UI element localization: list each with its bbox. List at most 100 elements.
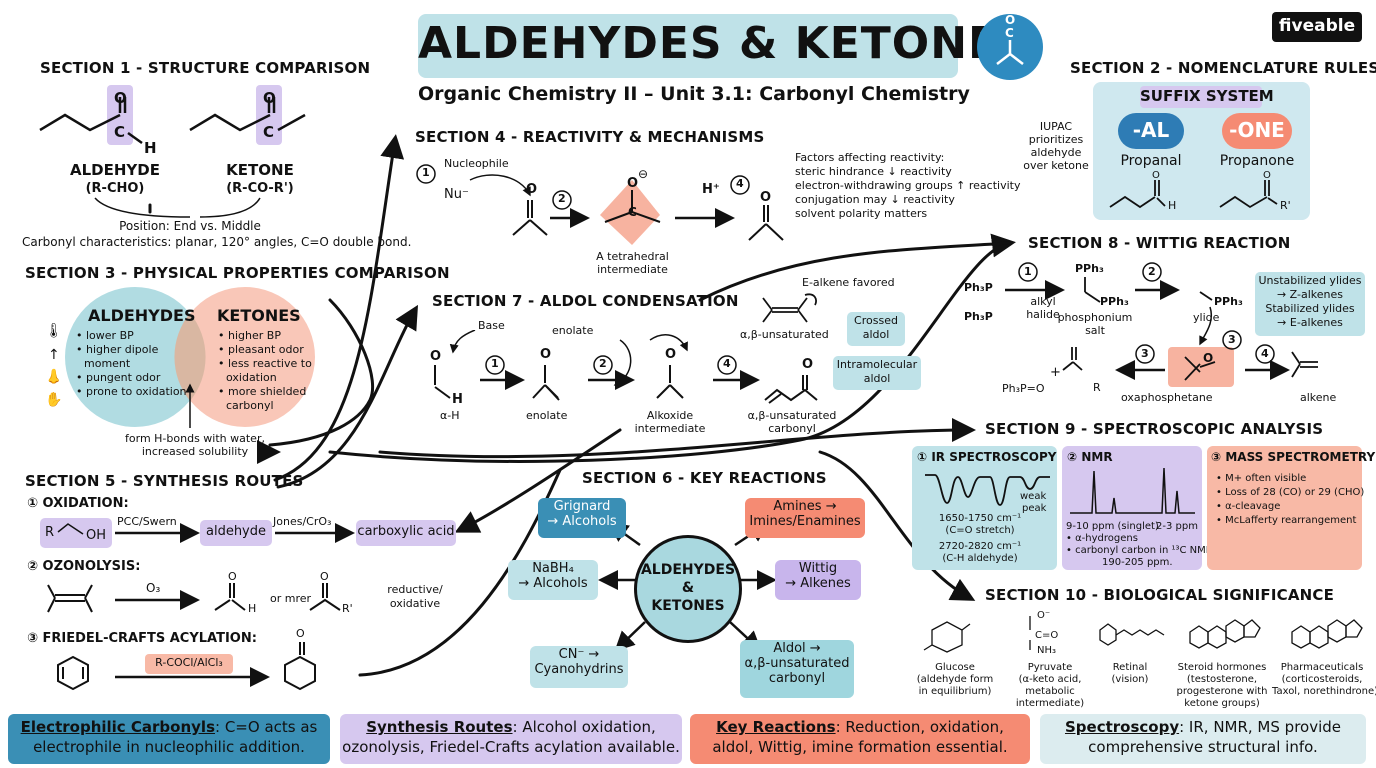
s4-o2: O [627,176,639,191]
section-5-header: SECTION 5 - SYNTHESIS ROUTES [25,472,304,490]
text-s9-ms-items-0: M+ often visible [1225,473,1307,484]
hub-line-3: KETONES [651,598,725,614]
ket-prop-4: oxidation [226,371,277,384]
product-1: α,β-unsaturated [747,409,837,422]
section-3-header: SECTION 3 - PHYSICAL PROPERTIES COMPARIS… [25,264,450,282]
footer-2-line-2: ozonolysis, Friedel-Crafts acylation ava… [342,738,680,756]
friedel-crafts-title: ③ FRIEDEL-CRAFTS ACYLATION: [27,631,257,646]
o3-reagent: O₃ [146,581,161,595]
wittig-step-4: 4 [1261,347,1269,360]
text-s6-grignard-0: Grignard [553,499,611,514]
aldehyde-formula: (R-CHO) [85,181,145,196]
ket-c: C [263,123,275,141]
footer-4-line-1: Spectroscopy: IR, NMR, MS provide [1040,718,1366,736]
ms-item-3: • α-cleavage [1216,501,1281,512]
brand-logo: fiveable [1278,16,1356,36]
position-arrows [94,197,261,218]
pyruvate-struct-2: C=O [1035,630,1059,641]
ab-unsaturated-label: α,β-unsaturated [740,328,829,341]
factor-3: conjugation may ↓ reactivity [795,193,955,206]
text-s6-wittig-0: Wittig [798,561,838,576]
weak-1: weak [1020,491,1047,502]
alcohol-box [40,518,112,548]
ylide-note-4: → E-alkenes [1277,316,1343,329]
section-8-header: SECTION 8 - WITTIG REACTION [1028,234,1291,252]
wittig-step-3b: 3 [1141,347,1149,360]
intra-2: aldol [863,372,891,385]
text-s6-nabh4-0: NaBH₄ [532,561,574,576]
aldehyde-product: aldehyde [205,524,266,539]
ir-title: ① IR SPECTROSCOPY [917,450,1057,464]
ir-panel [912,446,1057,570]
enolate-label: enolate [526,409,568,422]
biomolecule-structures [923,616,1363,653]
text-footer-2-text1: : Reduction, oxidation, [835,718,1004,736]
ylide-label: ylide [1193,311,1220,324]
text-s6-amines-0: Amines → [773,499,837,514]
ket-prop-3: • less reactive to [218,357,312,370]
nabh4-reaction: NaBH₄→ Alcohols [508,560,598,600]
aldehydes-venn-title: ALDEHYDES [88,306,196,325]
al-suffix: -AL [1132,118,1170,142]
oxidation-title: ① OXIDATION: [27,496,129,511]
factor-4: solvent polarity matters [795,207,928,220]
nomenclature-skeletons [1109,180,1278,209]
bio-glucose-desc-2: in equilibrium) [918,686,992,697]
text-s3-ald-items-1: higher dipole [86,343,159,356]
bio-glucose-desc-1: (aldehyde form [916,674,994,685]
footer-card-2 [340,714,682,764]
footer-4-line-2: comprehensive structural info. [1088,738,1318,756]
thermometer-icon: 🌡 [45,323,63,339]
ms-item-4: • McLafferty rearrangement [1216,515,1357,526]
iupac-note-1: IUPAC [1039,120,1073,133]
oxaphosphetane-label: oxaphosphetane [1121,391,1213,404]
nucleophilic-addition-scheme [416,164,750,245]
bio-steroid-desc-3: ketone groups) [1184,698,1260,709]
pyruvate-struct-3: NH₃ [1037,645,1057,656]
ozo-o2: O [320,570,329,583]
bio-pharma-name: Pharmaceuticals [1280,662,1364,673]
e-alkene-label: E-alkene favored [802,276,895,289]
structure-skeletons [39,97,306,145]
factors-title: Factors affecting reactivity: [795,151,945,164]
nmr-note-2: 2-3 ppm [1156,521,1198,532]
ms-title: ③ MASS SPECTROMETRY [1211,450,1376,464]
synthesis-arrows [47,523,355,691]
bio-steroid-name: Steroid hormones [1177,662,1267,673]
s4-c: C [628,205,637,219]
alcohol-r: R [45,525,55,540]
nmr-note-1: 9-10 ppm (singlet) [1066,521,1159,532]
phosphonium-2: salt [1085,324,1105,337]
aldol-step-4: 4 [723,357,731,370]
amines-reaction: Amines →Imines/Enamines [745,498,865,538]
aldol-step-1: 1 [491,357,499,370]
wittig-r: R [1093,381,1101,394]
footer-3-line-2: aldol, Wittig, imine formation essential… [712,738,1008,756]
aldol-o1: O [430,349,442,364]
reductive-2: oxidative [389,597,441,610]
s4-step-4: 4 [736,177,744,190]
section-4-header: SECTION 4 - REACTIVITY & MECHANISMS [415,128,765,146]
text-footer-3-text1: : IR, NMR, MS provide [1179,718,1341,736]
footer-1-line-2: electrophile in nucleophilic addition. [33,738,305,756]
iupac-note-2: prioritizes [1028,133,1084,146]
nose-icon: 👃 [45,369,63,385]
alcohol-bond [57,523,84,535]
ms-item-1: • M+ often visible [1216,473,1307,484]
ylide-notes-box [1255,272,1365,336]
position-note: Position: End vs. Middle [119,219,261,233]
venn-diagram [65,287,315,427]
tetrahedral-1: A tetrahedral [596,250,669,263]
alkyl-halide-2: halide [1026,308,1060,321]
logo-c: C [1005,26,1014,40]
propanone-o: O [1263,170,1271,181]
bio-pharma-desc-1: (corticosteroids, [1281,674,1363,685]
text-s3-ald-items-0: lower BP [86,329,134,342]
propanal-h: H [1168,199,1177,212]
footer-card-3 [690,714,1030,764]
shared-prop-1: form H-bonds with water, [125,432,265,445]
footer-card-4 [1040,714,1366,764]
factor-2: electron-withdrawing groups ↑ reactivity [795,179,1021,192]
nmr-note-3: • α-hydrogens [1066,533,1138,544]
nmr-note-4: • carbonyl carbon in ¹³C NMR [1066,545,1213,556]
